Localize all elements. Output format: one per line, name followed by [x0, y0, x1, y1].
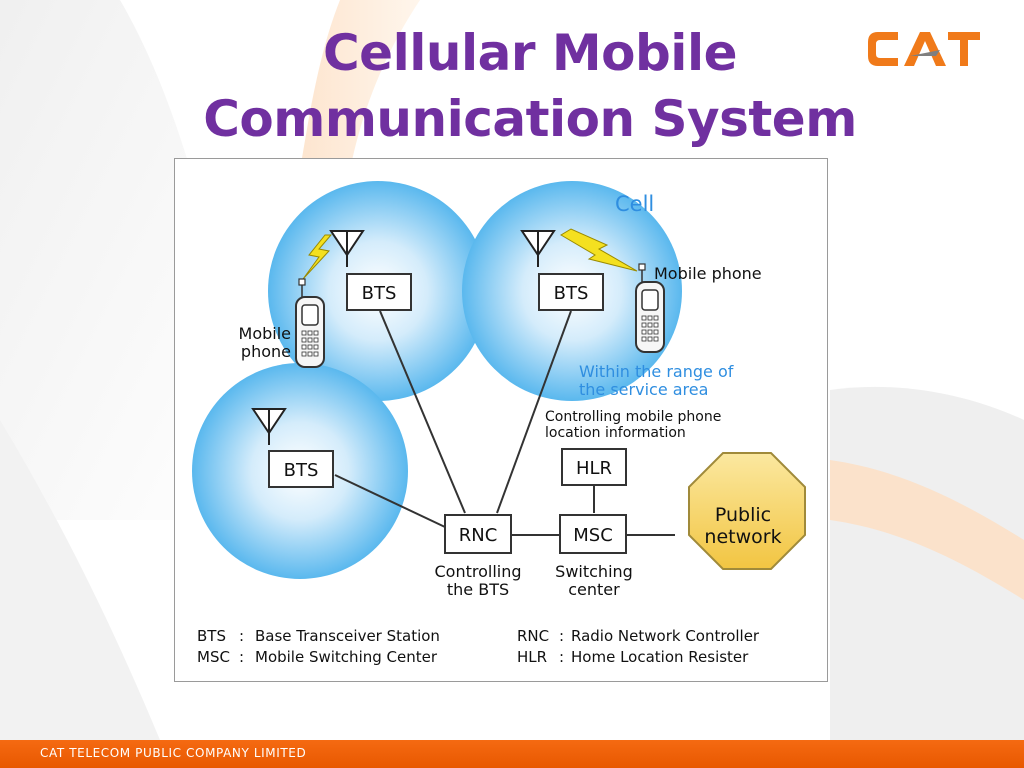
title-line-2: Communication System	[203, 90, 857, 148]
legend-abbr: RNC	[517, 627, 549, 645]
rnc-label: RNC	[459, 525, 498, 546]
hlr-note: location information	[545, 425, 686, 441]
msc-box	[559, 514, 627, 554]
legend-separator: :	[239, 648, 244, 666]
bts-label: BTS	[284, 460, 319, 481]
rnc-caption: Controlling	[434, 562, 521, 581]
legend-abbr: BTS	[197, 627, 226, 645]
bts-box-bottom-left	[268, 450, 334, 488]
legend-definition: Home Location Resister	[571, 648, 749, 666]
legend-definition: Mobile Switching Center	[255, 648, 438, 666]
mobile-phone-label: phone	[241, 342, 291, 361]
legend-abbr: HLR	[517, 648, 547, 666]
cat-logo	[868, 32, 980, 66]
service-range-label: the service area	[579, 380, 708, 399]
network-diagram: Cell BTS BTS BTS Mobile phone Mobile	[174, 158, 828, 682]
service-range-label: Within the range of	[579, 362, 734, 381]
legend-separator: :	[239, 627, 244, 645]
bts-label: BTS	[554, 283, 589, 304]
connection-lines	[334, 310, 675, 536]
bts-box-left-top	[346, 273, 412, 311]
lightning-icon	[560, 228, 638, 272]
legend-abbr: MSC	[197, 648, 230, 666]
rnc-box	[444, 514, 512, 554]
legend: BTS : Base Transceiver Station MSC : Mob…	[197, 627, 760, 666]
bts-label: BTS	[362, 283, 397, 304]
legend-definition: Radio Network Controller	[571, 627, 760, 645]
legend-separator: :	[559, 648, 564, 666]
public-network-label: network	[704, 526, 781, 548]
mobile-phone-label: Mobile	[239, 324, 291, 343]
hlr-label: HLR	[576, 458, 612, 479]
legend-separator: :	[559, 627, 564, 645]
mobile-phone-label: Mobile phone	[654, 264, 762, 283]
msc-caption: Switching	[555, 562, 633, 581]
cell-label: Cell	[615, 192, 654, 216]
msc-label: MSC	[573, 525, 613, 546]
footer-bar: CAT TELECOM PUBLIC COMPANY LIMITED	[0, 740, 1024, 768]
title-line-1: Cellular Mobile	[322, 24, 738, 82]
hlr-box	[561, 448, 627, 486]
hlr-note: Controlling mobile phone	[545, 409, 721, 425]
footer-company-name: CAT TELECOM PUBLIC COMPANY LIMITED	[40, 746, 307, 760]
rnc-caption: the BTS	[447, 580, 509, 599]
slide-title: Cellular Mobile Communication System	[150, 20, 910, 152]
public-network-label: Public	[715, 504, 771, 526]
lightning-icon	[302, 234, 333, 280]
public-network-octagon	[688, 452, 806, 570]
bts-box-center	[538, 273, 604, 311]
msc-caption: center	[568, 580, 620, 599]
legend-definition: Base Transceiver Station	[255, 627, 440, 645]
